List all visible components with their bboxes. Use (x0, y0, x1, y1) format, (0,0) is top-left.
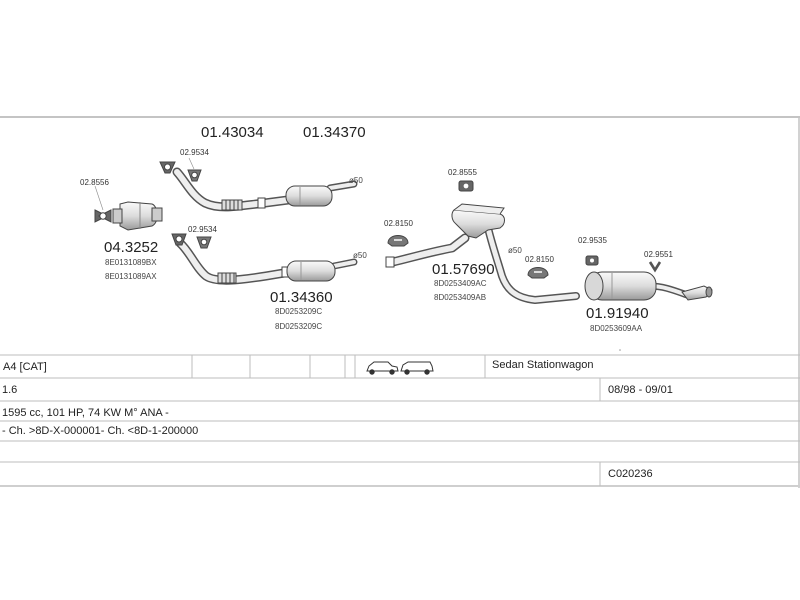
hanger-2-icon (648, 261, 662, 273)
pipe-front-upper-tail (326, 180, 358, 192)
table-body-types: Sedan Stationwagon (492, 359, 594, 371)
fitting-number-hanger-2: 02.9551 (644, 250, 673, 259)
gasket-lower-flange-icon (196, 236, 212, 249)
gasket-upper-icon (159, 161, 176, 174)
pipe-middle-outlet (484, 224, 580, 304)
flex-joint-lower (217, 272, 237, 284)
fitting-number-hanger-1: 02.9535 (578, 236, 607, 245)
gasket-cat-icon (94, 209, 112, 223)
car-wagon-icon (400, 361, 434, 375)
gasket-lower-icon (171, 233, 187, 246)
table-model: A4 [CAT] (3, 361, 47, 373)
oem-catalyst-2: 8E0131089AX (105, 272, 157, 281)
pipe-middle-inlet (388, 233, 470, 267)
pipe-front-upper (172, 167, 293, 212)
silencer-middle-box (451, 203, 505, 239)
clamp-middle-icon (458, 180, 474, 192)
gasket-upper-flange-icon (187, 169, 202, 182)
flex-joint-upper (221, 199, 243, 211)
silencer-rear (584, 271, 657, 301)
hanger-1-icon (585, 255, 599, 266)
part-number-middle-pipe: 01.57690 (432, 261, 495, 278)
diameter-label-2: ø50 (353, 251, 367, 260)
table-chassis: - Ch. >8D-X-000001- Ch. <8D-1-200000 (2, 425, 198, 437)
silencer-middle-lower (286, 260, 336, 282)
fitting-number-gasket-upper: 02.9534 (180, 148, 209, 157)
pipe-front-lower (175, 238, 295, 285)
pipe-front-lower-tail (330, 258, 358, 270)
part-number-pipe-front-upper: 01.43034 (201, 124, 264, 141)
fitting-number-clamp-middle: 02.8555 (448, 168, 477, 177)
part-number-silencer-middle: 01.34360 (270, 289, 333, 306)
clamp-right-icon (527, 267, 549, 279)
table-engine: 1.6 (2, 384, 17, 396)
fitting-number-gasket-cat: 02.8556 (80, 178, 109, 187)
part-number-catalyst: 04.3252 (104, 239, 158, 256)
oem-silencer-middle-2: 8D0253209C (275, 322, 322, 331)
table-code: C020236 (608, 468, 653, 480)
gasket-upper-leader (188, 157, 195, 170)
fitting-number-clamp-left: 02.8150 (384, 219, 413, 228)
diameter-label-1: ø50 (349, 176, 363, 185)
table-years: 08/98 - 09/01 (608, 384, 673, 396)
fitting-number-gasket-lower: 02.9534 (188, 225, 217, 234)
car-sedan-icon (366, 361, 399, 375)
gasket-cat-leader (94, 185, 104, 211)
fitting-number-clamp-right: 02.8150 (525, 255, 554, 264)
oem-silencer-middle-1: 8D0253209C (275, 307, 322, 316)
oem-middle-pipe-1: 8D0253409AC (434, 279, 487, 288)
catalyst-body (112, 201, 163, 231)
diameter-label-3: ø50 (508, 246, 522, 255)
oem-rear-silencer: 8D0253609AA (590, 324, 643, 333)
silencer-front-upper (285, 185, 333, 207)
part-number-silencer-front: 01.34370 (303, 124, 366, 141)
table-spec: 1595 cc, 101 HP, 74 KW M° ANA - (2, 407, 169, 419)
oem-middle-pipe-2: 8D0253409AB (434, 293, 486, 302)
clamp-left-icon (387, 235, 409, 247)
part-number-rear-silencer: 01.91940 (586, 305, 649, 322)
tailpipe-tip (681, 285, 713, 301)
stray-dot (619, 349, 621, 351)
oem-catalyst-1: 8E0131089BX (105, 258, 157, 267)
info-table-rules (0, 354, 800, 487)
